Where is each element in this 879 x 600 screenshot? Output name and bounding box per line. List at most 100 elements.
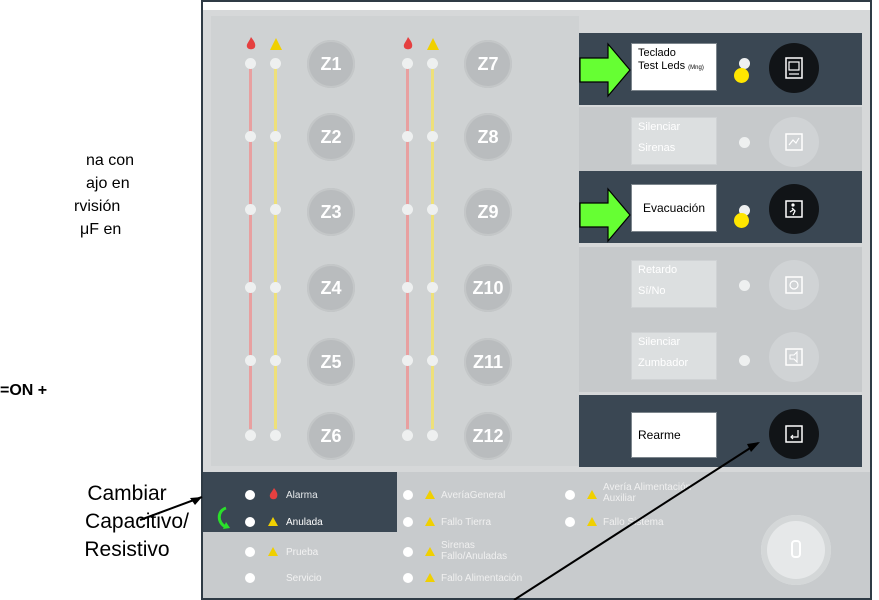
- zone-button-z2[interactable]: Z2: [307, 113, 355, 161]
- zone-button-z6[interactable]: Z6: [307, 412, 355, 460]
- key-icon: [791, 540, 801, 558]
- zone-led: [270, 58, 281, 69]
- rearme-label: Rearme: [631, 412, 717, 458]
- zone-led: [270, 430, 281, 441]
- teclado-yellow-led: [734, 68, 749, 83]
- zone-led: [427, 58, 438, 69]
- doc-text-bold: =ON +: [0, 382, 48, 399]
- fallo-tierra-label: Fallo Tierra: [441, 517, 492, 528]
- zone-led: [402, 204, 413, 215]
- anulada-label: Anulada: [286, 517, 323, 528]
- retardo-label: Retardo Sí/No: [631, 260, 717, 308]
- zone-button-z10[interactable]: Z10: [464, 264, 512, 312]
- fallo-alimentacion-led: [403, 573, 413, 583]
- averia-general-led: [403, 490, 413, 500]
- warning-icon: [425, 517, 435, 526]
- zone-led: [402, 430, 413, 441]
- evacuacion-button[interactable]: [769, 184, 819, 234]
- keyboard-icon: [785, 57, 803, 79]
- zone-led: [245, 204, 256, 215]
- zone-led: [402, 355, 413, 366]
- zone-button-z5[interactable]: Z5: [307, 338, 355, 386]
- teclado-label-text: Test Leds: [638, 60, 686, 72]
- warning-icon: [425, 490, 435, 499]
- warning-icon: [268, 547, 278, 556]
- fault-line-left: [274, 64, 277, 429]
- zone-button-z12[interactable]: Z12: [464, 412, 512, 460]
- teclado-label: Teclado Test Leds (Mng): [631, 43, 717, 91]
- zone-area: Z1 Z2 Z3 Z4 Z5 Z6 Z7 Z8 Z9 Z10 Z11 Z12: [211, 16, 579, 466]
- zone-button-z3[interactable]: Z3: [307, 188, 355, 236]
- delay-icon: [785, 276, 803, 294]
- key-switch[interactable]: [761, 515, 831, 585]
- control-row-teclado: Teclado Test Leds (Mng): [579, 33, 862, 105]
- retardo-line-1: Retardo: [638, 264, 678, 276]
- top-strip: [203, 2, 870, 10]
- buzzer-mute-icon: [785, 348, 803, 366]
- zone-led: [427, 430, 438, 441]
- fallo-sistema-led: [565, 517, 575, 527]
- warning-icon: [268, 517, 278, 526]
- zone-led: [245, 430, 256, 441]
- fire-icon: [246, 37, 256, 50]
- callout-line-2: Capacitivo/: [85, 510, 189, 533]
- evacuacion-led: [739, 205, 750, 216]
- zone-button-z1[interactable]: Z1: [307, 40, 355, 88]
- averia-alimentacion-line-1: Avería Alimentación: [603, 482, 692, 493]
- warning-icon: [427, 38, 439, 50]
- siren-mute-icon: [785, 133, 803, 151]
- control-row-silenciar-sirenas: Silenciar Sirenas: [579, 107, 862, 179]
- zone-led: [270, 355, 281, 366]
- status-area: Alarma Anulada Prueba Servicio AveríaGen…: [203, 472, 870, 598]
- silenciar-zumbador-line-1: Silenciar: [638, 336, 681, 348]
- fire-panel: Z1 Z2 Z3 Z4 Z5 Z6 Z7 Z8 Z9 Z10 Z11 Z12 T…: [201, 0, 872, 600]
- silenciar-sirenas-button[interactable]: [769, 117, 819, 167]
- prueba-led: [245, 547, 255, 557]
- doc-text-line-3: rvisión: [74, 198, 121, 215]
- teclado-label-line-1: Teclado: [638, 47, 676, 59]
- retardo-line-2: Sí/No: [638, 285, 666, 297]
- zone-led: [402, 282, 413, 293]
- teclado-button[interactable]: [769, 43, 819, 93]
- retardo-button[interactable]: [769, 260, 819, 310]
- silenciar-zumbador-led: [739, 355, 750, 366]
- callout-text: Cambiar Capacitivo/ Resistivo: [62, 480, 192, 564]
- silenciar-sirenas-label: Silenciar Sirenas: [631, 117, 717, 165]
- zone-led: [427, 131, 438, 142]
- doc-text-line-1: na con: [86, 152, 135, 169]
- zone-button-z9[interactable]: Z9: [464, 188, 512, 236]
- fallo-tierra-led: [403, 517, 413, 527]
- callout-line-1: Cambiar: [87, 482, 167, 505]
- fault-line-right: [431, 64, 434, 429]
- alarma-led: [245, 490, 255, 500]
- silenciar-zumbador-button[interactable]: [769, 332, 819, 382]
- silenciar-zumbador-label: Silenciar Zumbador: [631, 332, 717, 380]
- fire-icon: [269, 488, 278, 500]
- control-row-rearme: Rearme: [579, 395, 862, 467]
- fire-line-left: [249, 64, 252, 429]
- fire-icon: [403, 37, 413, 50]
- zone-button-z8[interactable]: Z8: [464, 113, 512, 161]
- fire-line-right: [406, 64, 409, 429]
- control-row-silenciar-zumbador: Silenciar Zumbador: [579, 319, 862, 392]
- zone-led: [245, 282, 256, 293]
- zone-button-z11[interactable]: Z11: [464, 338, 512, 386]
- curved-arrow-icon: [217, 506, 230, 529]
- zone-led: [402, 58, 413, 69]
- zone-led: [245, 58, 256, 69]
- averia-general-label: AveríaGeneral: [441, 490, 506, 501]
- teclado-led: [739, 58, 750, 69]
- zone-button-z4[interactable]: Z4: [307, 264, 355, 312]
- averia-alimentacion-line-2: Auxiliar: [603, 493, 636, 504]
- evacuation-icon: [785, 200, 803, 218]
- averia-alimentacion-label: Avería Alimentación Auxiliar: [603, 482, 691, 504]
- averia-alimentacion-led: [565, 490, 575, 500]
- sirenas-label-line-2: Fallo/Anuladas: [441, 551, 508, 562]
- zone-button-z7[interactable]: Z7: [464, 40, 512, 88]
- doc-text-line-2: ajo en: [86, 175, 130, 192]
- rearme-button[interactable]: [769, 409, 819, 459]
- silenciar-sirenas-line-1: Silenciar: [638, 121, 681, 133]
- servicio-label: Servicio: [286, 573, 322, 584]
- zone-led: [270, 131, 281, 142]
